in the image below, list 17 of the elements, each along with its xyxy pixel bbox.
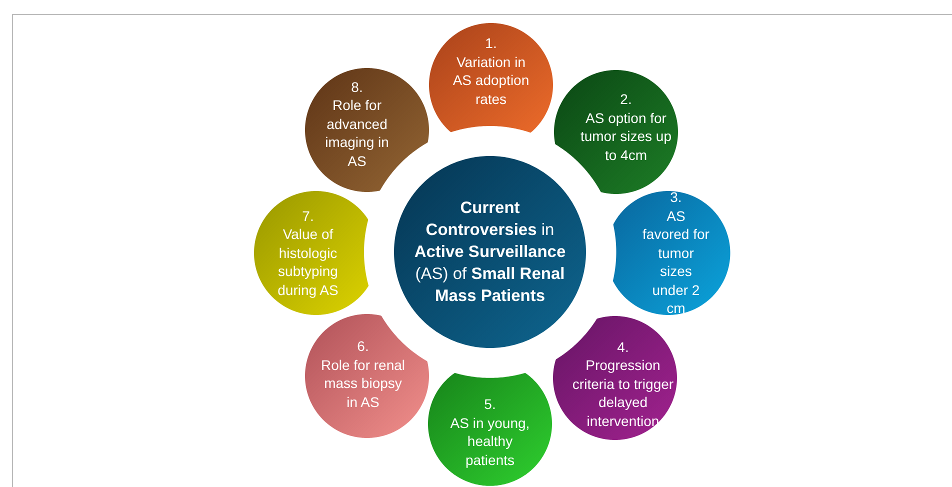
item-number: 6. bbox=[357, 337, 369, 356]
item-number: 1. bbox=[485, 34, 497, 52]
item-number: 3. bbox=[670, 188, 682, 207]
item-text: Progression criteria to trigger delayed intervention bbox=[571, 356, 675, 430]
item-text: AS in young, healthy patients bbox=[449, 414, 531, 469]
item-number: 5. bbox=[484, 395, 496, 414]
item-number: 7. bbox=[302, 206, 314, 226]
item-text: Value of histologic subtyping during AS bbox=[276, 225, 340, 300]
item-text: Role for renal mass biopsy in AS bbox=[320, 356, 406, 411]
item-text: AS favored for tumor sizes under 2 cm bbox=[642, 206, 710, 318]
item-number: 8. bbox=[351, 78, 363, 96]
item-text: Role for advanced imaging in AS bbox=[324, 96, 390, 170]
item-number: 2. bbox=[620, 90, 632, 108]
center-title: Current Controversies in Active Surveillance (AS) of Small Renal Mass Patients bbox=[413, 198, 567, 307]
item-text: AS option for tumor sizes up to 4cm bbox=[580, 108, 672, 164]
item-number: 4. bbox=[617, 338, 629, 356]
item-text: Variation in AS adoption rates bbox=[452, 52, 530, 108]
